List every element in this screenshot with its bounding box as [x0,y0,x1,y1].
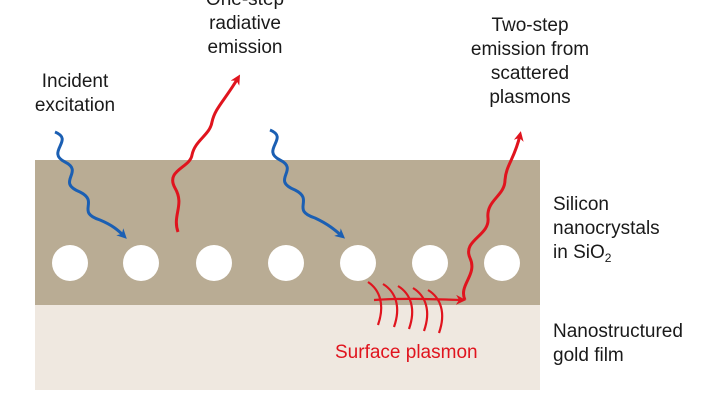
surface-plasmon-waves-icon [367,281,466,334]
silicon-line-3: in SiO2 [553,241,713,270]
two-step-line-4: plasmons [489,87,571,108]
one-step-line-1: One-step [180,0,310,12]
two-step-line-1: Two-step [491,15,569,36]
nanocrystal [123,245,159,281]
silicon-subscript: 2 [604,251,612,265]
nanocrystal [196,245,232,281]
excitation-arrow-icon [54,130,127,239]
one-step-label: One-step radiative emission [180,0,310,60]
one-step-line-3: emission [207,37,283,58]
nanocrystal [484,245,520,281]
silicon-nanocrystals-label: Silicon nanocrystals in SiO2 [553,193,713,270]
nanocrystal-row [52,245,520,281]
gold-line-1: Nanostructured [553,321,683,342]
incident-line-1: Incident [41,71,109,92]
one-step-emission-arrow-icon [171,74,241,233]
silicon-line-1: Silicon [553,194,609,215]
nanocrystal [340,245,376,281]
nanocrystal [268,245,304,281]
gold-line-2: gold film [553,345,624,366]
nanocrystal [412,245,448,281]
nanocrystal [52,245,88,281]
silicon-line-3-text: in SiO [553,242,605,263]
two-step-label: Two-step emission from scattered plasmon… [450,14,610,110]
incident-line-2: excitation [34,95,116,116]
gold-film-label: Nanostructured gold film [553,320,718,368]
silica-layer [35,160,540,305]
two-step-line-2: emission from [470,39,590,60]
gold-film-layer [35,305,540,390]
one-step-line-2: radiative [209,13,281,34]
incident-excitation-label: Incident excitation [10,70,140,118]
two-step-emission-arrow-icon [462,131,524,301]
excitation-arrow-icon [269,128,346,239]
surface-plasmon-label: Surface plasmon [335,342,478,363]
two-step-line-3: scattered [490,63,570,84]
silicon-line-2: nanocrystals [553,218,660,239]
